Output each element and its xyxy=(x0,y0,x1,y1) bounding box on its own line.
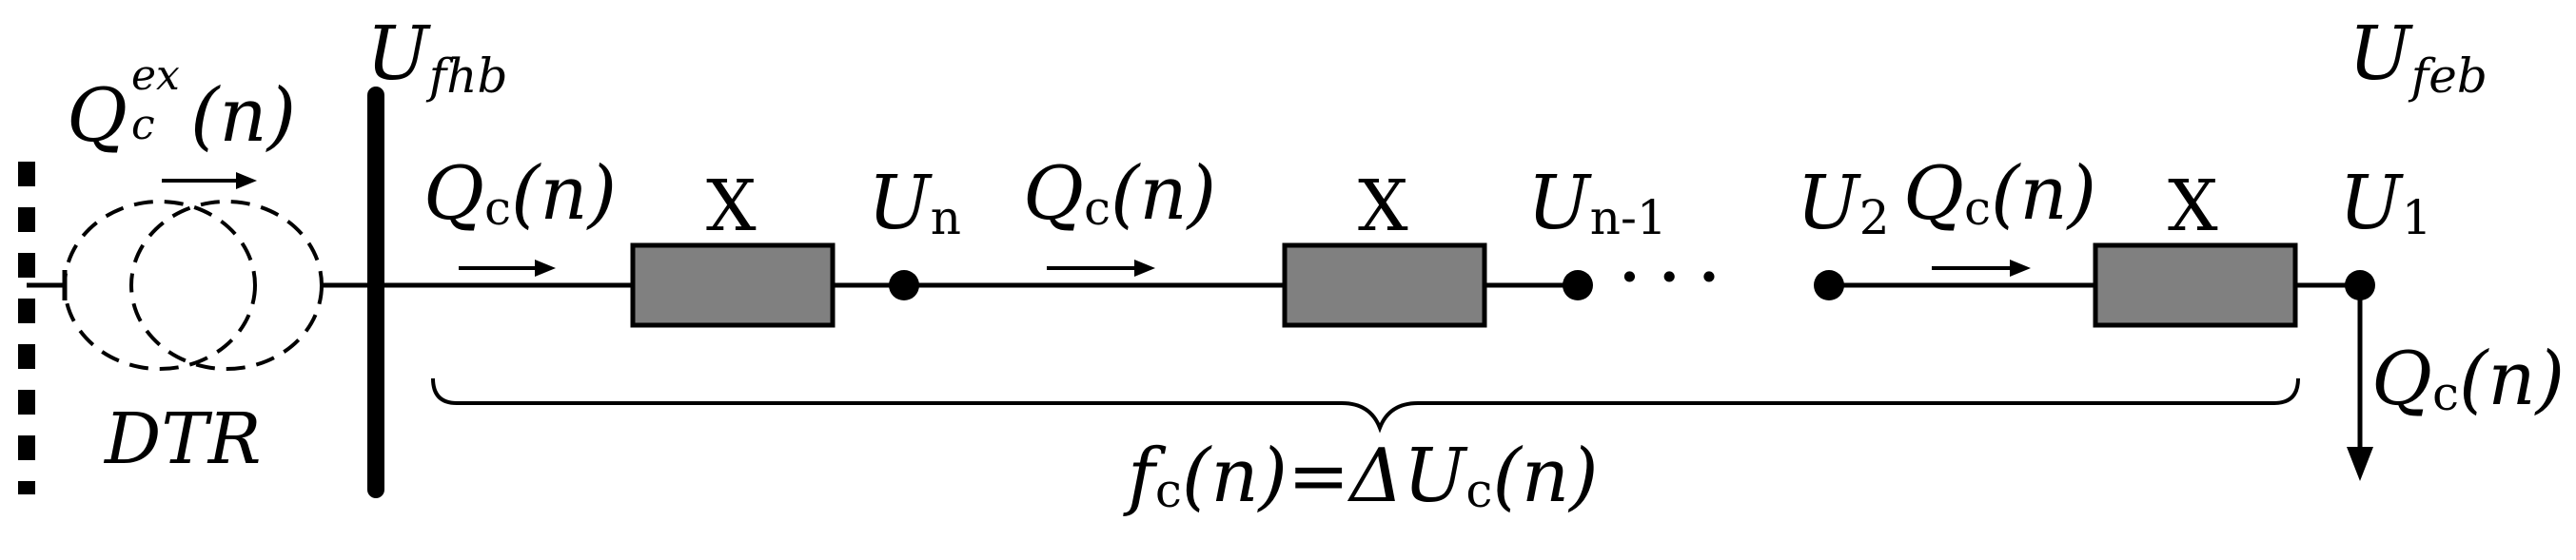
flow-q-label-2: Qc(n) xyxy=(1023,157,1216,232)
node-u2 xyxy=(1814,270,1844,300)
formula-f: f xyxy=(1128,434,1155,519)
node-u1-sub: 1 xyxy=(2401,190,2432,245)
load-q-main: Q xyxy=(2371,337,2432,422)
node-un-1-main: U xyxy=(1527,161,1590,246)
node-un-1-sub: n-1 xyxy=(1589,190,1667,245)
node-un xyxy=(889,270,919,300)
dtr-label: DTR xyxy=(105,398,262,480)
flow-q-3-main: Q xyxy=(1903,151,1964,237)
node-label-u2: U2 xyxy=(1797,166,1890,241)
load-q-arg: (n) xyxy=(2458,337,2566,422)
formula-delta: ΔU xyxy=(1349,434,1466,519)
voltage-drop-brace xyxy=(431,377,2300,434)
reactance-block-2 xyxy=(1282,242,1487,328)
node-label-un-1: Un-1 xyxy=(1527,166,1667,241)
flow-q-3-sub: c xyxy=(1963,181,1991,236)
q-ex-main: Q xyxy=(67,73,128,159)
q-ex-sup: ex xyxy=(130,51,180,100)
load-q-label: Qc(n) xyxy=(2371,342,2565,417)
flow-q-2-main: Q xyxy=(1023,151,1084,237)
q-ex-arg: (n) xyxy=(189,73,297,159)
flow-q-label-1: Qc(n) xyxy=(423,157,617,232)
formula-f-arg: (n)= xyxy=(1181,434,1350,519)
reactance-block-3 xyxy=(2093,242,2298,328)
node-un-sub: n xyxy=(930,190,961,245)
node-un-1 xyxy=(1563,270,1593,300)
dtr-winding-primary xyxy=(63,200,257,371)
node-label-un: Un xyxy=(868,166,961,241)
flow-q-label-3: Qc(n) xyxy=(1903,157,2096,232)
reactance-label-2: X xyxy=(1358,165,1408,247)
node-label-u1: U1 xyxy=(2339,166,2432,241)
brace-formula: fc(n)=ΔUc(n) xyxy=(1128,439,1599,514)
flow-q-1-arg: (n) xyxy=(510,151,618,237)
u-feb-main: U xyxy=(2349,11,2411,97)
q-ex-arrow-head xyxy=(236,172,257,189)
reactance-label-3: X xyxy=(2168,165,2218,247)
reactance-label-1: X xyxy=(706,165,757,247)
flow-q-1-main: Q xyxy=(423,151,484,237)
flow-q-1-sub: c xyxy=(483,181,511,236)
flow-arrow-1-head xyxy=(535,260,556,277)
u-feb-label: Ufeb xyxy=(2349,17,2488,100)
load-arrow-head xyxy=(2347,447,2373,481)
u-feb-sub: feb xyxy=(2410,48,2488,104)
formula-delta-arg: (n) xyxy=(1492,434,1599,519)
node-u2-sub: 2 xyxy=(1858,190,1890,245)
q-ex-sub: c xyxy=(130,101,155,149)
u-fhb-label: Ufhb xyxy=(366,17,507,100)
flow-q-2-arg: (n) xyxy=(1110,151,1217,237)
reactance-block-1 xyxy=(630,242,836,328)
node-u2-main: U xyxy=(1797,161,1859,246)
flow-q-3-arg: (n) xyxy=(1990,151,2097,237)
ellipsis: · · · xyxy=(1620,244,1720,311)
flow-arrow-2-head xyxy=(1134,260,1155,277)
formula-f-sub: c xyxy=(1154,463,1182,518)
flow-q-2-sub: c xyxy=(1083,181,1111,236)
u-fhb-main: U xyxy=(366,11,429,97)
u-fhb-sub: fhb xyxy=(428,48,508,104)
node-u1-main: U xyxy=(2339,161,2402,246)
flow-arrow-3-head xyxy=(2010,260,2031,277)
load-q-sub: c xyxy=(2431,366,2459,421)
node-un-main: U xyxy=(868,161,931,246)
formula-delta-sub: c xyxy=(1465,463,1493,518)
